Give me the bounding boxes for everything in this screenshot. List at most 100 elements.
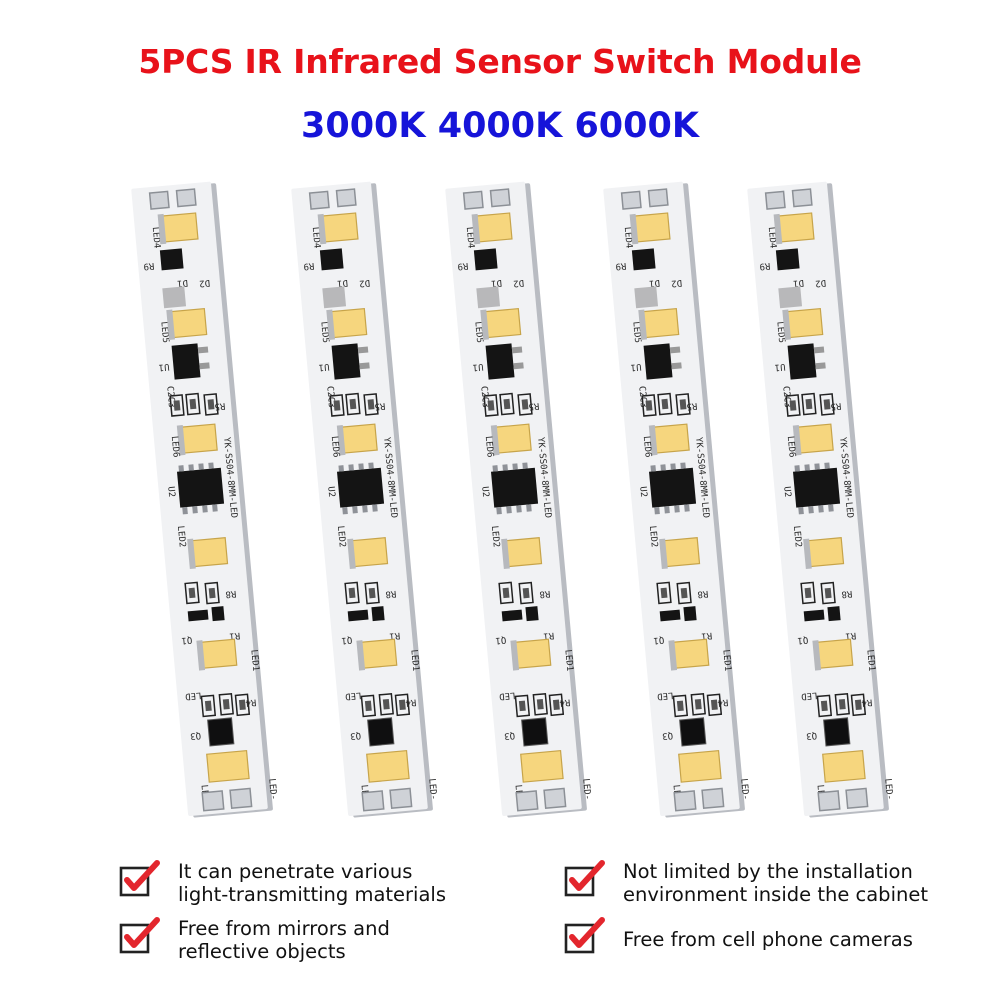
solder-pad — [229, 787, 253, 810]
smd-outline — [657, 392, 673, 416]
led-contact — [659, 538, 668, 570]
chip-pin — [502, 464, 508, 471]
photodiode — [634, 286, 659, 309]
color-temperature-subtitle: 3000K 4000K 6000K — [301, 106, 699, 146]
chip-pin — [798, 506, 804, 515]
silkscreen-label: Q1 — [495, 634, 507, 645]
chip-pin — [516, 505, 522, 513]
led-contact — [501, 538, 510, 570]
silkscreen-label: R4 — [559, 697, 571, 708]
ic-chip — [501, 609, 523, 622]
smd-part — [679, 399, 687, 410]
chip-pin — [654, 506, 660, 515]
checkbox-checked-icon — [564, 917, 605, 954]
smd-outline — [706, 693, 723, 717]
led-chip — [161, 212, 199, 243]
silkscreen-label: R8 — [841, 588, 853, 599]
led-chip — [633, 212, 671, 243]
chip-pin — [202, 505, 208, 513]
smd-outline — [514, 694, 531, 718]
silkscreen-label: R8 — [697, 588, 709, 599]
smd-outline — [816, 694, 833, 718]
smd-outline — [234, 693, 251, 717]
solder-pad — [791, 188, 813, 208]
led-contact — [347, 538, 356, 570]
ir-sensor — [679, 717, 707, 747]
silkscreen-label: LED4 — [766, 226, 778, 249]
smd-part — [521, 399, 529, 410]
silkscreen-label: U2 — [479, 486, 490, 498]
silkscreen-label: Q1 — [653, 634, 665, 645]
silkscreen-label: R1 — [845, 630, 857, 641]
feature-text: Not limited by the installation environm… — [623, 860, 928, 906]
smd-outline — [675, 393, 691, 416]
silkscreen-label: LED1 — [720, 649, 732, 672]
smd-part — [804, 587, 812, 599]
solder-pad — [817, 790, 841, 812]
solder-pad — [175, 188, 197, 208]
silkscreen-label: LED- — [580, 778, 592, 801]
led-contact — [187, 538, 196, 570]
silkscreen-label: LED- — [882, 778, 894, 801]
led-contact — [336, 425, 346, 456]
chip-pin — [526, 504, 532, 512]
smd-part — [367, 399, 375, 410]
led-contact — [480, 309, 489, 340]
silkscreen-label: LED — [185, 690, 202, 701]
smd-part — [208, 587, 216, 599]
smd-part — [382, 699, 390, 710]
chip-pin — [512, 463, 518, 470]
silkscreen-label: R1 — [701, 630, 713, 641]
checkbox-checked-icon — [119, 917, 160, 954]
led-contact — [157, 213, 167, 245]
smd-part — [503, 398, 511, 410]
silkscreen-label: R9 — [615, 260, 627, 271]
led-chip — [180, 423, 218, 454]
ir-sensor — [823, 717, 851, 747]
chip-pin — [804, 464, 810, 471]
chip-pin — [348, 464, 354, 471]
chip-pin — [674, 505, 680, 513]
chip-pin — [680, 462, 686, 469]
silkscreen-label: Q3 — [662, 730, 674, 741]
silkscreen-label: D2 — [513, 277, 525, 288]
silkscreen-label: LED2 — [647, 525, 659, 548]
led-chip — [678, 749, 722, 783]
chip-pin — [664, 506, 670, 514]
silkscreen-label: U1 — [774, 361, 786, 372]
ic-chip — [792, 467, 841, 508]
silkscreen-label: Q3 — [350, 730, 362, 741]
led-contact — [356, 640, 366, 671]
ic-chip — [525, 606, 539, 622]
smd-outline — [672, 694, 689, 718]
led-contact — [166, 309, 175, 340]
chip-pin — [818, 505, 824, 513]
smd-outline — [344, 581, 360, 605]
smd-part — [522, 587, 530, 599]
ir-sensor — [521, 717, 549, 747]
chip-pin — [198, 463, 204, 470]
pin — [197, 346, 209, 354]
led-chip — [806, 537, 845, 568]
ic-chip — [171, 343, 201, 380]
led-chip — [483, 307, 522, 339]
ic-chip — [643, 343, 673, 380]
led-contact — [668, 640, 678, 671]
led-contact — [648, 425, 658, 456]
smd-outline — [360, 694, 377, 718]
ic-chip — [319, 248, 344, 271]
solder-pad — [361, 790, 385, 812]
silkscreen-label: LED5 — [318, 321, 330, 344]
solder-pad — [308, 190, 330, 210]
feature-item-mirrors: Free from mirrors and reflective objects — [118, 917, 390, 963]
ic-chip — [159, 248, 184, 271]
smd-outline — [218, 692, 234, 716]
chip-pin — [808, 506, 814, 514]
silkscreen-label: LED6 — [483, 435, 495, 458]
led-chip — [494, 423, 532, 454]
